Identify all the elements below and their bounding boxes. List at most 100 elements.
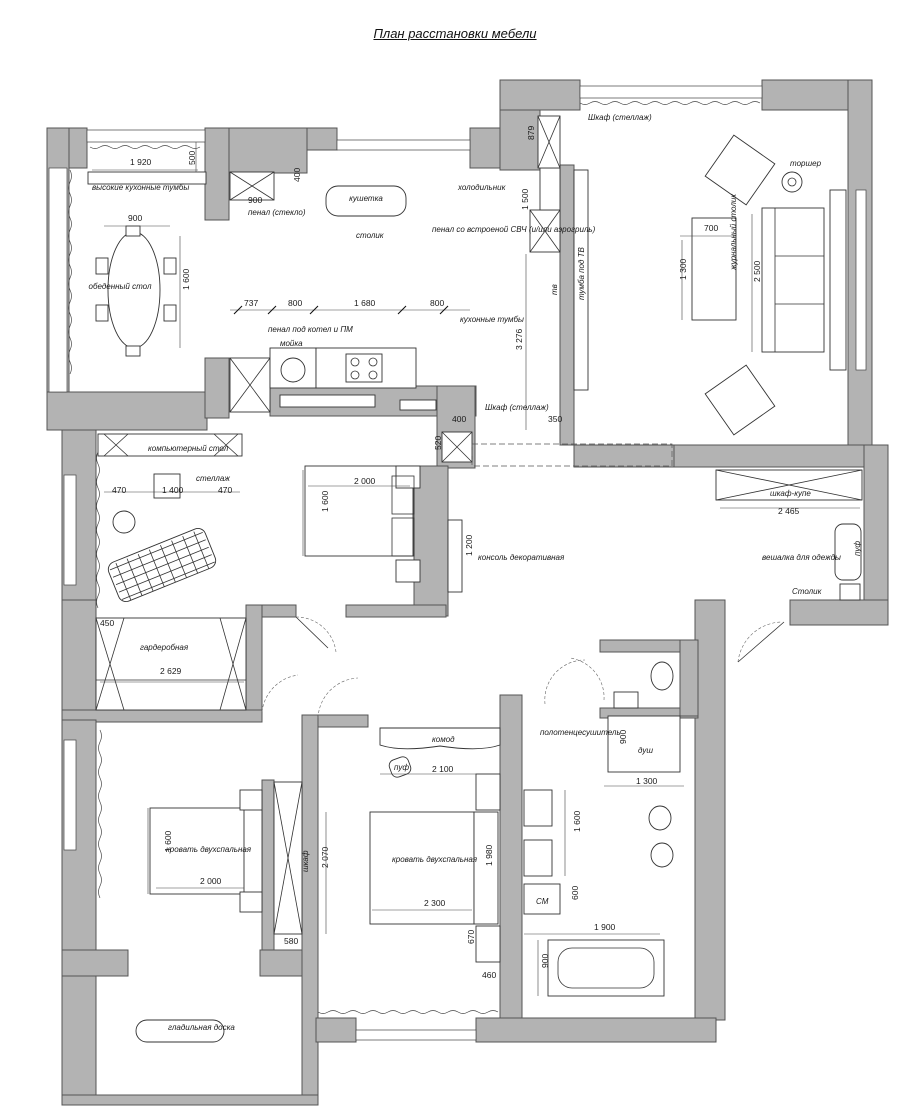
wall-segment [863, 444, 889, 626]
dim-label: 670 [466, 930, 476, 944]
label-sink: мойка [280, 339, 303, 348]
wall-segment [679, 639, 699, 717]
label-ironing-board: гладильная доска [168, 1023, 235, 1032]
bedrooms [135, 727, 501, 1043]
label-floor-lamp: торшер [790, 159, 822, 168]
chair [95, 257, 109, 275]
window [63, 739, 77, 851]
curtain [98, 729, 102, 899]
ironing-board [135, 1019, 225, 1043]
sink [523, 839, 553, 877]
dim-label: 900 [618, 730, 628, 744]
wall-segment [413, 465, 449, 617]
label-pouf-bedroom: пуф [394, 763, 409, 772]
dim-label: 1 600 [572, 810, 582, 832]
label-tv-stand: тумба под ТВ [577, 246, 586, 300]
label-sliding-wardrobe: шкаф-купе [770, 489, 811, 498]
wall-segment [499, 694, 523, 1036]
dim-label: 470 [218, 485, 232, 495]
label-small-table: Столик [792, 587, 823, 596]
label-computer-desk: компьютерный стол [148, 444, 229, 453]
wall-segment [345, 604, 447, 618]
wall-segment [46, 391, 208, 431]
wall-segment [315, 1017, 357, 1043]
office-chair [153, 473, 181, 499]
dresser [379, 727, 501, 750]
chair [95, 304, 109, 322]
wall-segment [204, 357, 230, 419]
small-table [839, 583, 861, 601]
label-bed-main: кровать двухспальная [392, 855, 478, 864]
couch [325, 185, 407, 217]
dim-label: 737 [244, 298, 258, 308]
bidet [650, 842, 674, 868]
sink [280, 357, 306, 383]
dim-label: 800 [288, 298, 302, 308]
sink [613, 691, 639, 709]
living-room [537, 115, 847, 436]
dim-label: 1 680 [354, 298, 376, 308]
dim-label: 1 600 [163, 830, 173, 852]
window [855, 189, 867, 371]
dim-label: 2 629 [160, 666, 182, 676]
window [48, 167, 68, 393]
chair [125, 225, 141, 237]
dim-label: 2 000 [354, 476, 376, 486]
dim-label: 400 [292, 168, 302, 182]
office [95, 433, 463, 711]
kitchen-shelf [279, 394, 376, 408]
dim-label: 1 500 [520, 188, 530, 210]
dressing-room [95, 617, 247, 711]
dim-label: 1 920 [130, 157, 152, 167]
dim-label: 580 [284, 936, 298, 946]
dim-label: 900 [248, 195, 262, 205]
curtain [68, 169, 72, 375]
dim-label: 460 [482, 970, 496, 980]
dim-label: 1 600 [181, 268, 191, 290]
dimension-lines [92, 142, 860, 996]
bed [149, 807, 246, 895]
bathrooms [523, 661, 681, 997]
dim-label: 470 [112, 485, 126, 495]
wall-segment [261, 779, 275, 951]
curtain [96, 439, 100, 609]
dim-label: 900 [540, 954, 550, 968]
dim-label: 1 300 [636, 776, 658, 786]
label-shelf: стеллаж [196, 474, 230, 483]
dimension-labels: 1 920 500 900 400 900 1 600 737 800 1 68… [100, 126, 800, 980]
label-pencil-microwave: пенал со встроеной СВЧ (и/или аэрогриль) [432, 225, 596, 234]
room-labels: высокие кухонные тумбы обеденный стол пе… [89, 113, 862, 1032]
hallway [441, 431, 863, 601]
walls [46, 79, 889, 1106]
kitchen-shelf [399, 399, 437, 411]
living-shelf [829, 189, 847, 371]
bed [304, 465, 414, 557]
nightstand [395, 559, 421, 583]
wall-segment [245, 604, 263, 716]
headboard [473, 811, 499, 925]
label-coffee-table: журнальный столик [729, 193, 738, 271]
wall-segment [573, 444, 675, 468]
wall-segment [61, 599, 97, 721]
washing-machine [523, 883, 561, 915]
fridge [539, 167, 561, 211]
dim-label: 1 300 [678, 258, 688, 280]
armchair [704, 364, 776, 436]
doors [261, 616, 785, 719]
label-shower: душ [638, 746, 653, 755]
dim-label: 1 200 [464, 534, 474, 556]
dim-label: 400 [452, 414, 466, 424]
sink [523, 789, 553, 827]
window [86, 129, 206, 143]
dim-label: 879 [526, 126, 536, 140]
window [355, 1029, 477, 1041]
label-tv: тв [550, 284, 559, 295]
dim-label: 2 000 [200, 876, 222, 886]
toilet [650, 661, 674, 691]
label-dressing-room: гардеробная [140, 643, 189, 652]
label-wardrobe-rack-1: Шкаф (стеллаж) [588, 113, 652, 122]
label-dresser: комод [432, 735, 455, 744]
window [336, 139, 471, 151]
bathtub [547, 939, 665, 997]
plan-title: План расстановки мебели [373, 26, 537, 41]
